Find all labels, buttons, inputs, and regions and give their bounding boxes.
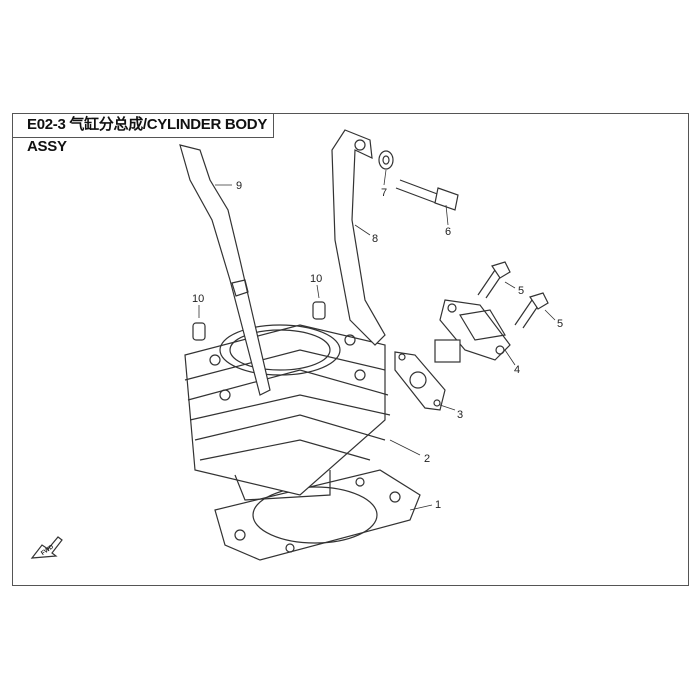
callout-6: 6 [445,226,451,238]
callout-4: 4 [514,364,520,376]
tensioner-gasket [394,351,446,411]
callout-10-right: 10 [310,273,322,285]
callout-5-upper: 5 [518,285,524,297]
dowel-pin-right [312,301,326,320]
leader-lines [198,169,556,511]
callout-8: 8 [372,233,378,245]
callout-10-left: 10 [192,293,204,305]
callout-5-lower: 5 [557,318,563,330]
tensioner-bolt-upper [477,261,511,299]
callout-1: 1 [435,499,441,511]
callout-7: 7 [381,187,387,199]
forward-arrow-icon [30,536,63,559]
tensioner-bolt-lower [514,292,549,329]
page-title: E02-3 气缸分总成/CYLINDER BODY ASSY [12,113,274,155]
washer [378,150,394,170]
diagram-frame [12,113,689,586]
callout-3: 3 [457,409,463,421]
chain-guide-front [179,144,271,396]
chain-tensioner [434,299,511,363]
dowel-pin-left [192,322,206,341]
callout-9: 9 [236,180,242,192]
cylinder-base-gasket [214,469,421,561]
cylinder-body [184,324,391,501]
chain-guide-rear [331,129,386,346]
callout-2: 2 [424,453,430,465]
guide-bolt [395,179,459,211]
